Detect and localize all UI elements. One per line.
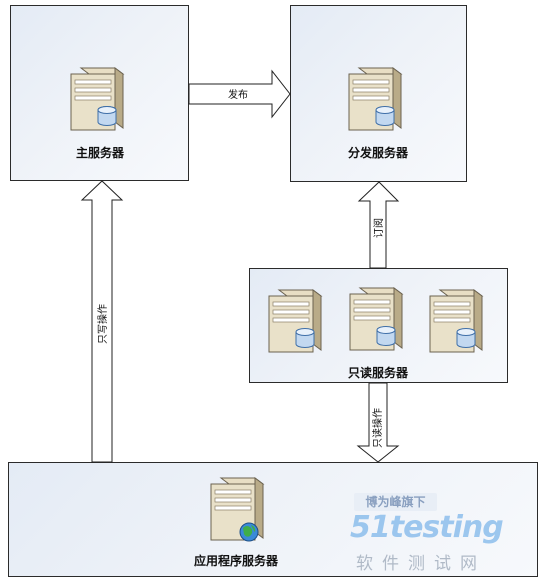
read-only-label: 只读操作 [371, 408, 384, 448]
read-only-arrow [356, 382, 400, 463]
distribution-server-icon [348, 67, 403, 131]
publish-label: 发布 [228, 88, 248, 101]
readonly-server-icon-2 [349, 287, 404, 351]
application-server-label: 应用程序服务器 [193, 554, 279, 568]
master-server-label: 主服务器 [75, 146, 125, 160]
watermark-subtitle: 软件测试网 [356, 554, 486, 574]
application-server-box [8, 462, 538, 577]
write-only-arrow [80, 180, 124, 463]
readonly-server-icon-1 [268, 289, 323, 353]
write-only-label: 只写操作 [96, 304, 109, 344]
distribution-server-label: 分发服务器 [347, 146, 409, 160]
application-server-icon [210, 477, 265, 542]
watermark-logo: 51testing [350, 510, 504, 545]
subscribe-label: 订阅 [372, 218, 385, 238]
readonly-servers-label: 只读服务器 [347, 366, 409, 380]
master-server-icon [70, 67, 125, 131]
readonly-server-icon-3 [429, 289, 484, 353]
subscribe-arrow [357, 181, 400, 269]
watermark-banner: 博为峰旗下 [354, 493, 437, 511]
publish-arrow [188, 69, 291, 119]
